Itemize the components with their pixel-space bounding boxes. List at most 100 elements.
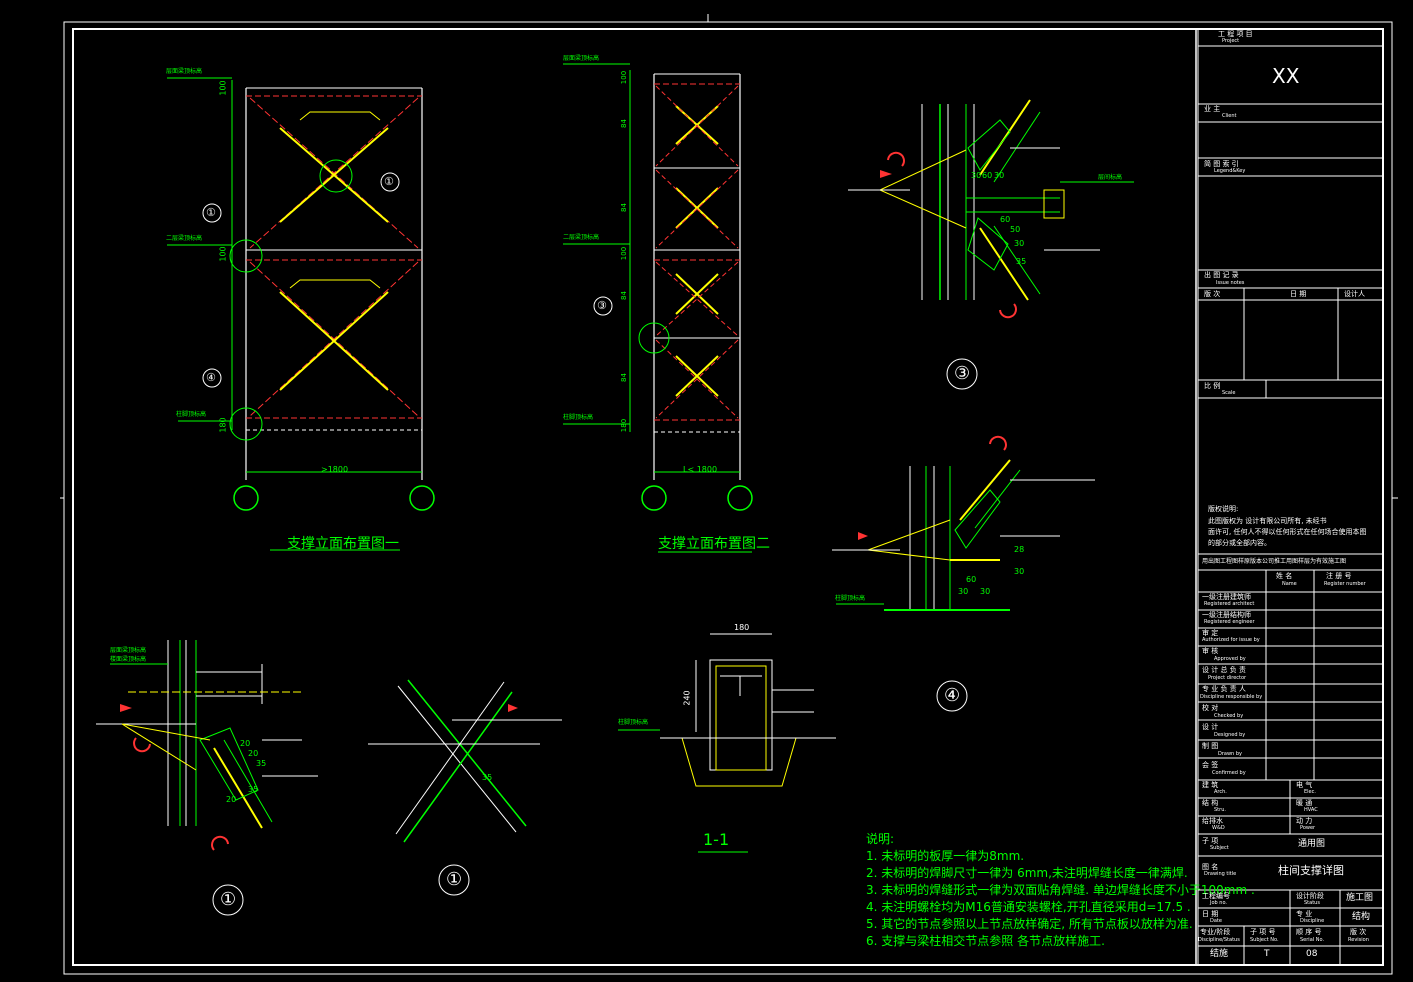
d3-level: 层间标高 — [1098, 174, 1123, 181]
d3-dim-g: 35 — [1016, 257, 1027, 266]
tb-role-7-en: Designed by — [1214, 732, 1246, 738]
detail-1a — [96, 640, 318, 916]
tb-bottom-col-0-en: Discipline/Status — [1198, 937, 1240, 943]
tb-subject-label: 子 项 — [1202, 837, 1219, 845]
note-6: 6. 支撑与梁柱相交节点参照 各节点放样施工. — [866, 934, 1105, 948]
tb-discipline-label: 专 业 — [1296, 910, 1313, 918]
tb-bottom-subject: T — [1264, 949, 1270, 959]
detail-4 — [832, 435, 1095, 712]
tb-subject: 通用图 — [1298, 839, 1326, 849]
e2-span: L< 1800 — [683, 465, 718, 474]
tb-copyright-3: 的部分或全部内容。 — [1208, 539, 1271, 547]
tb-role-9-en: Confirmed by — [1212, 770, 1246, 776]
d3-dim-f: 30 — [1014, 239, 1025, 248]
tb-bottom-col-2-en: Serial No. — [1300, 937, 1325, 943]
tb-sign-col-reg-en: Register number — [1324, 581, 1366, 587]
tb-disc-elec-en: Elec. — [1304, 789, 1316, 795]
d3-label: ③ — [954, 363, 971, 384]
tb-disc-stru: 结 构 — [1202, 799, 1219, 807]
e2-level-base: 柱脚顶标高 — [563, 414, 594, 421]
tb-bottom-serial: 08 — [1306, 949, 1318, 959]
tb-role-0: 一级注册建筑师 — [1202, 593, 1251, 601]
e2-dim-3: 84 — [619, 203, 628, 212]
tb-role-9: 会 签 — [1202, 761, 1219, 769]
tb-project-label: 工 程 项 目 — [1218, 30, 1253, 38]
e1-callout-base: ④ — [206, 371, 216, 384]
tb-scale-label-en: Scale — [1222, 390, 1236, 396]
tb-role-3-en: Approved by — [1214, 656, 1246, 662]
elevation-2 — [563, 63, 753, 553]
e1-callout-left: ① — [206, 206, 216, 219]
tb-scale-label: 比 例 — [1204, 382, 1221, 390]
sec-width: 180 — [734, 623, 750, 632]
d1a-level-floor: 楼面梁顶标高 — [110, 656, 147, 663]
tb-discipline-label-en: Discipline — [1300, 918, 1325, 924]
tb-bottom-col-3-en: Revision — [1348, 937, 1369, 943]
tb-stamp-row: 用出图工程图样原版本公司推工用图样层为有效施工图 — [1202, 558, 1347, 565]
tb-status-label: 设计阶段 — [1296, 892, 1324, 900]
tb-role-5: 专 业 负 责 人 — [1202, 685, 1246, 693]
tb-issue-label-en: Issue notes — [1216, 280, 1245, 286]
tb-subject-label-en: Subject — [1210, 845, 1229, 851]
d4-dim-c: 30 — [980, 587, 991, 596]
e1-span: >1800 — [321, 465, 349, 474]
tb-bottom-col-0: 专业/阶段 — [1200, 928, 1231, 936]
d4-label: ④ — [944, 685, 961, 706]
tb-role-2: 审 定 — [1202, 629, 1219, 637]
tb-role-6: 校 对 — [1202, 704, 1219, 712]
e2-callout: ③ — [597, 299, 607, 312]
tb-disc-power-en: Power — [1300, 825, 1316, 831]
e2-dim-7: 180 — [620, 418, 629, 433]
d1b-dim: 35 — [482, 773, 493, 782]
d1a-label: ① — [220, 889, 237, 910]
d1a-dim-e: 35 — [248, 785, 259, 794]
d3-dim-b: 60 — [982, 171, 993, 180]
note-5: 5. 其它的节点参照以上节点放样确定, 所有节点板以放样为准. — [866, 917, 1193, 931]
e1-dim-mid: 100 — [218, 246, 228, 262]
note-3: 3. 未标明的焊缝形式一律为双面贴角焊缝. 单边焊缝长度不小于100mm . — [866, 883, 1255, 897]
sec-label: 1-1 — [703, 830, 730, 849]
tb-disc-hvac-en: HVAC — [1304, 807, 1318, 813]
e1-level-base: 柱脚顶标高 — [176, 411, 207, 418]
tb-role-4-en: Project director — [1208, 675, 1247, 681]
tb-issue-col-designer: 设计人 — [1344, 290, 1365, 298]
e2-title: 支撑立面布置图二 — [658, 536, 770, 552]
section-1-1 — [618, 633, 836, 853]
tb-role-2-en: Authorized for issue by — [1202, 637, 1260, 643]
tb-legend-label: 简 图 索 引 — [1204, 160, 1239, 168]
e2-dim-2: 84 — [619, 119, 628, 128]
d1a-dim-d: 20 — [226, 795, 237, 804]
d1b-label: ① — [446, 869, 463, 890]
tb-copyright-1: 此图版权为 设计有限公司所有, 未经书 — [1208, 517, 1327, 525]
note-1: 1. 未标明的板厚一律为8mm. — [866, 849, 1025, 863]
e2-dim-5: 84 — [619, 291, 628, 300]
e1-title: 支撑立面布置图一 — [287, 536, 399, 552]
d3-dim-e: 50 — [1010, 225, 1021, 234]
tb-client-label: 业 主 — [1204, 105, 1221, 113]
e1-dim-base: 180 — [218, 417, 228, 433]
d4-dim-d: 28 — [1014, 545, 1025, 554]
tb-bottom-discipline: 结施 — [1210, 949, 1229, 959]
d4-level: 柱脚顶标高 — [835, 595, 866, 602]
tb-role-5-en: Discipline responsible by — [1200, 694, 1263, 700]
tb-date-label-en: Date — [1210, 918, 1222, 924]
tb-discipline: 结构 — [1352, 912, 1371, 922]
d4-dim-e: 30 — [1014, 567, 1025, 576]
d1a-dim-a: 20 — [240, 739, 251, 748]
e2-dim-1: 100 — [620, 70, 629, 85]
tb-role-8-en: Drawn by — [1218, 751, 1242, 757]
tb-project: XX — [1272, 64, 1300, 88]
sec-level: 柱脚顶标高 — [618, 719, 649, 726]
notes-heading: 说明: — [866, 832, 895, 846]
e1-callout-center: ① — [384, 175, 394, 188]
tb-client-label-en: Client — [1222, 113, 1237, 119]
e2-dim-6: 84 — [619, 373, 628, 382]
tb-issue-col-rev: 版 次 — [1204, 290, 1221, 298]
tb-copyright-2: 面许可, 任何人不得以任何形式在任何场合使用本图 — [1208, 528, 1367, 536]
d1a-dim-b: 20 — [248, 749, 259, 758]
title-block — [1195, 28, 1384, 966]
tb-sign-col-reg: 注 册 号 — [1326, 572, 1352, 580]
tb-legend-label-en: Legend&Key — [1214, 168, 1246, 174]
d3-dim-c: 30 — [994, 171, 1005, 180]
